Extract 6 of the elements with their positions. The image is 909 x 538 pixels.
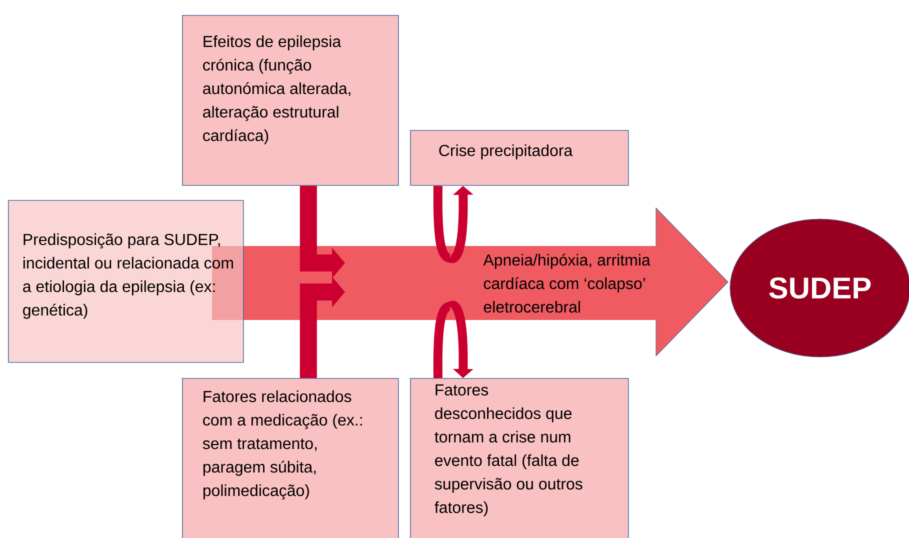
curved-arrow <box>448 300 474 378</box>
text-box: Fatores relacionados com a medicação (ex.: sem tratamento, paragem súbita, polimedicação) <box>182 378 399 538</box>
text-box: Fatores desconhecidos que tornam a crise num evento fatal (falta de supervisão ou outros fatores) <box>410 378 629 538</box>
text-box: Efeitos de epilepsia crónica (função autonómica alterada, alteração estrutural cardíaca) <box>182 15 399 186</box>
text-box: Crise precipitadora <box>410 130 629 186</box>
text-box: Predisposição para SUDEP, incidental ou relacionada com a etiologia da epilepsia (ex: genética) <box>8 200 244 363</box>
